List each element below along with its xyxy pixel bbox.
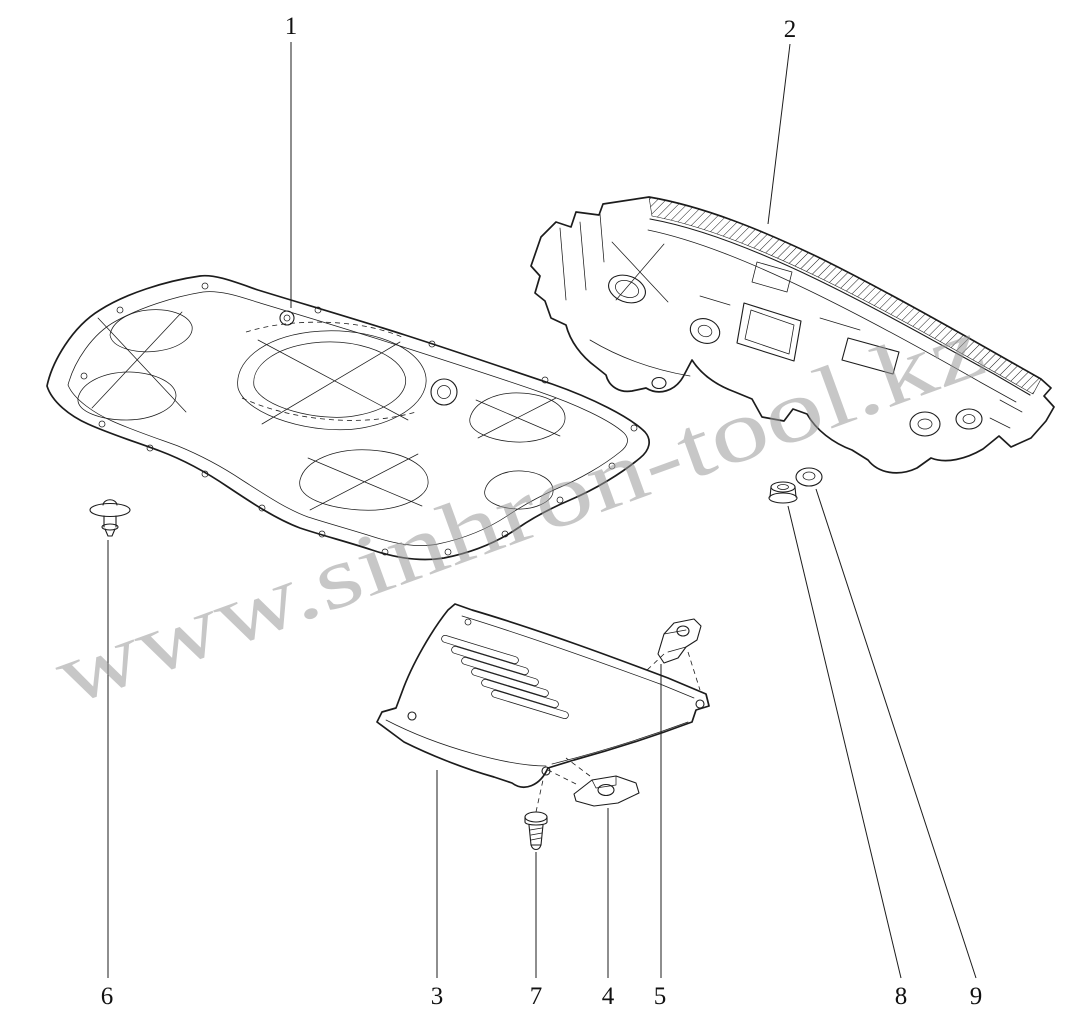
- callout-5-label: 5: [654, 983, 667, 1010]
- part-6-drawing: [89, 499, 131, 537]
- leader-line-2: [767, 43, 791, 225]
- part-8-drawing: [768, 481, 798, 504]
- callout-4-label: 4: [602, 983, 615, 1010]
- part-9-drawing: [795, 467, 823, 487]
- callout-1-label: 1: [285, 13, 298, 40]
- leader-line-8: [787, 505, 902, 979]
- callout-labels: 1 2 3 4 5 6 7 8 9: [101, 13, 983, 1010]
- callout-2-label: 2: [784, 16, 797, 43]
- leader-lines: [107, 42, 977, 979]
- part-1-drawing: [46, 274, 650, 561]
- part-2-drawing: [530, 196, 1055, 474]
- hatch-band: [648, 196, 1042, 395]
- callout-6-label: 6: [101, 983, 114, 1010]
- part-1-edge-holes: [80, 282, 638, 556]
- callout-7-label: 7: [530, 983, 543, 1010]
- part-5-drawing: [657, 618, 702, 664]
- callout-8-label: 8: [895, 983, 908, 1010]
- callout-9-label: 9: [970, 983, 983, 1010]
- vent-slots: [441, 634, 569, 720]
- part-7-drawing: [524, 811, 548, 851]
- callout-3-label: 3: [431, 983, 444, 1010]
- part-4-drawing: [573, 775, 640, 807]
- part-3-drawing: [376, 603, 710, 813]
- leader-line-9: [815, 488, 977, 979]
